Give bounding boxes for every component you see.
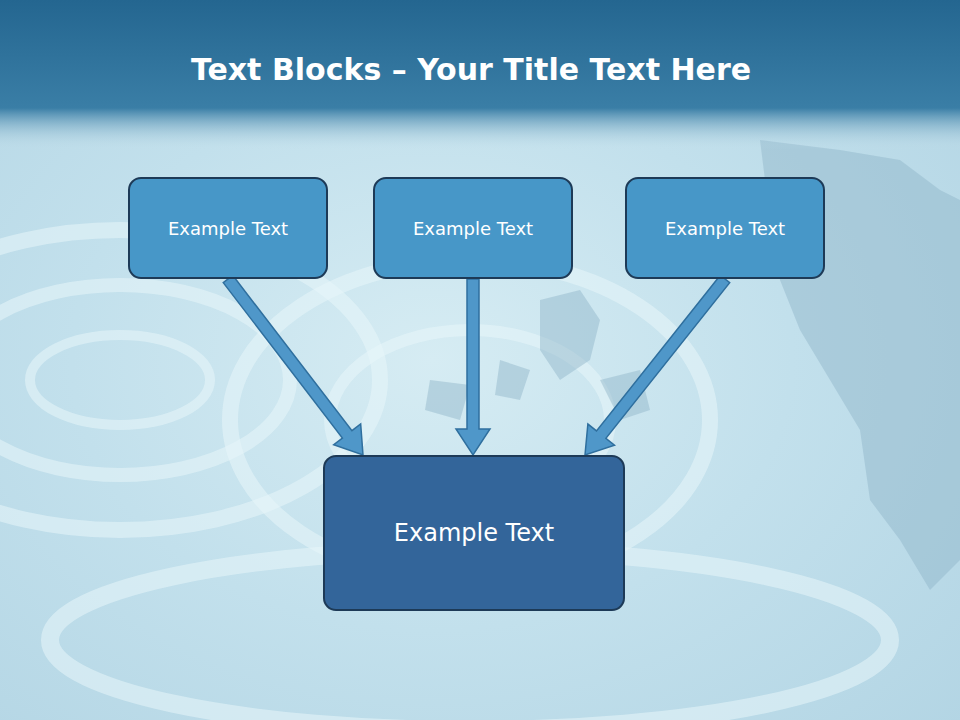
title-text: Text Blocks – Your Title Text Here	[191, 52, 751, 87]
block-text: Example Text	[168, 218, 288, 239]
text-block: Example Text	[323, 455, 625, 611]
ripples	[0, 230, 890, 720]
block-text: Example Text	[394, 519, 554, 547]
text-block: Example Text	[373, 177, 573, 279]
block-arrow	[456, 279, 490, 455]
text-block: Example Text	[625, 177, 825, 279]
block-arrow	[585, 275, 730, 455]
block-arrow	[223, 275, 363, 455]
slide-title: Text Blocks – Your Title Text Here	[0, 52, 942, 87]
block-text: Example Text	[413, 218, 533, 239]
block-text: Example Text	[665, 218, 785, 239]
header-band	[0, 0, 960, 150]
text-block: Example Text	[128, 177, 328, 279]
